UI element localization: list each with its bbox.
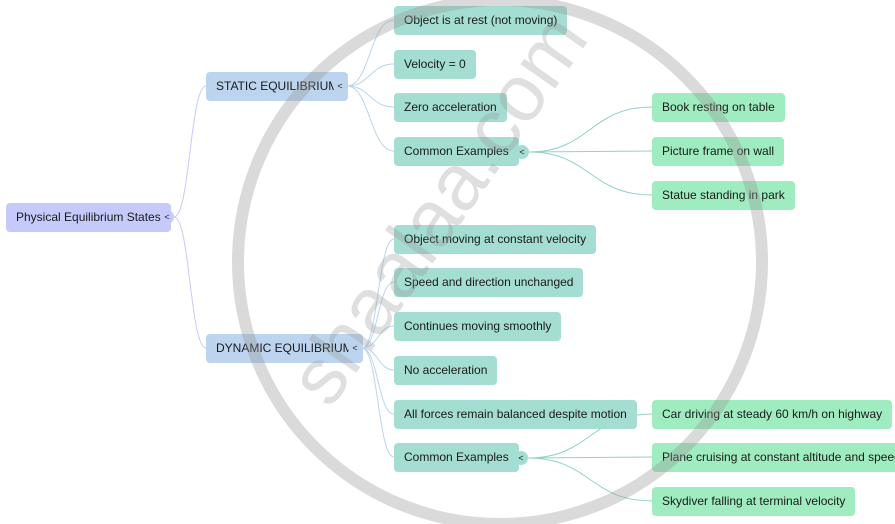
collapse-toggle-icon[interactable]: <	[333, 79, 347, 93]
dynamic-example-node[interactable]: Car driving at steady 60 km/h on highway	[652, 400, 893, 429]
static-child-node[interactable]: Velocity = 0	[394, 50, 476, 79]
static-examples-node[interactable]: Common Examples	[394, 137, 519, 166]
dynamic-equilibrium-node[interactable]: DYNAMIC EQUILIBRIUM	[206, 334, 363, 363]
collapse-toggle-icon[interactable]: <	[348, 341, 362, 355]
static-equilibrium-node[interactable]: STATIC EQUILIBRIUM	[206, 72, 349, 101]
static-example-node[interactable]: Statue standing in park	[652, 181, 795, 210]
dynamic-child-node[interactable]: Speed and direction unchanged	[394, 268, 584, 297]
dynamic-examples-node[interactable]: Common Examples	[394, 443, 519, 472]
dynamic-child-node[interactable]: Continues moving smoothly	[394, 312, 562, 341]
dynamic-child-node[interactable]: All forces remain balanced despite motio…	[394, 400, 637, 429]
static-child-node[interactable]: Object is at rest (not moving)	[394, 6, 568, 35]
dynamic-child-node[interactable]: No acceleration	[394, 356, 498, 385]
root-node[interactable]: Physical Equilibrium States	[6, 203, 171, 232]
dynamic-example-node[interactable]: Skydiver falling at terminal velocity	[652, 487, 856, 516]
dynamic-example-node[interactable]: Plane cruising at constant altitude and …	[652, 443, 895, 472]
static-example-node[interactable]: Picture frame on wall	[652, 137, 785, 166]
collapse-toggle-icon[interactable]: <	[160, 210, 174, 224]
dynamic-child-node[interactable]: Object moving at constant velocity	[394, 225, 597, 254]
collapse-toggle-icon[interactable]: <	[514, 451, 528, 465]
static-example-node[interactable]: Book resting on table	[652, 93, 785, 122]
static-child-node[interactable]: Zero acceleration	[394, 93, 507, 122]
collapse-toggle-icon[interactable]: <	[515, 145, 529, 159]
